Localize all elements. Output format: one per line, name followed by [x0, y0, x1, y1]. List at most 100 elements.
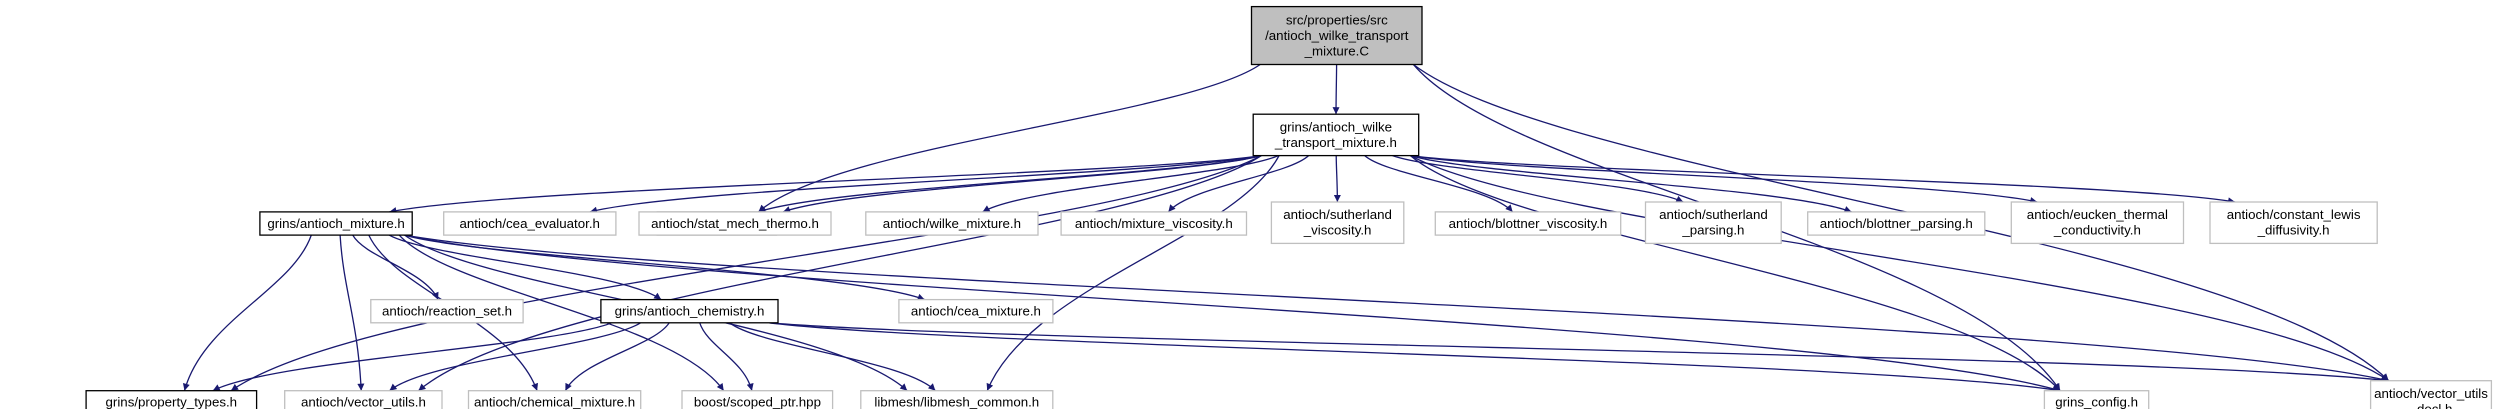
edge-antioch_mixture-to-reaction_set [352, 234, 439, 300]
node-box-stat_mech [638, 211, 832, 236]
node-layer: src/properties/src/antioch_wilke_transpo… [85, 5, 2493, 409]
node-grins_config: grins_config.h [2043, 390, 2150, 409]
node-label-constant_lewis-line-0: antioch/constant_lewis [2227, 207, 2361, 222]
node-label-antioch_chemistry-line-0: grins/antioch_chemistry.h [615, 304, 765, 319]
node-box-wilke_transport [1252, 113, 1420, 157]
node-box-libmesh_common [860, 390, 1054, 409]
edge-wilke_transport-to-stat_mech [782, 154, 1262, 213]
node-label-antioch_mixture-line-0: grins/antioch_mixture.h [267, 216, 404, 231]
node-label-sutherland_parsing-line-1: _parsing.h [1681, 223, 1744, 238]
node-property_types[interactable]: grins/property_types.h [85, 390, 258, 409]
node-box-blottner_viscosity [1434, 211, 1622, 236]
node-libmesh_common: libmesh/libmesh_common.h [860, 390, 1054, 409]
node-box-chemical_mixture [467, 390, 642, 409]
node-box-grins_config [2043, 390, 2150, 409]
node-label-vector_utils_decl-line-0: antioch/vector_utils [2374, 386, 2488, 401]
node-label-cea_mixture-line-0: antioch/cea_mixture.h [911, 304, 1041, 319]
edge-antioch_mixture-to-antioch_chemistry [388, 234, 662, 301]
node-box-antioch_mixture [259, 211, 413, 236]
node-label-blottner_parsing-line-0: antioch/blottner_parsing.h [1820, 216, 1973, 231]
node-label-cea_evaluator-line-0: antioch/cea_evaluator.h [459, 216, 599, 231]
node-label-blottner_viscosity-line-0: antioch/blottner_viscosity.h [1449, 216, 1608, 231]
node-blottner_parsing: antioch/blottner_parsing.h [1807, 211, 1986, 236]
node-box-sutherland_parsing [1644, 201, 1782, 245]
node-antioch_mixture[interactable]: grins/antioch_mixture.h [259, 211, 413, 236]
node-label-wilke_transport-line-1: _transport_mixture.h [1274, 135, 1397, 150]
node-wilke_transport[interactable]: grins/antioch_wilke_transport_mixture.h [1252, 113, 1420, 157]
node-box-blottner_parsing [1807, 211, 1986, 236]
node-eucken: antioch/eucken_thermal_conductivity.h [2010, 201, 2185, 245]
node-sutherland_viscosity: antioch/sutherland_viscosity.h [1270, 201, 1405, 245]
edge-antioch_mixture-to-vector_utils [339, 235, 365, 391]
node-label-wilke_mixture-line-0: antioch/wilke_mixture.h [883, 216, 1021, 231]
node-box-scoped_ptr [681, 390, 834, 409]
edge-wilke_transport-to-mixture_viscosity [1167, 155, 1310, 213]
node-cea_evaluator: antioch/cea_evaluator.h [443, 211, 617, 236]
edge-wilke_transport-to-grins_config [1409, 155, 2061, 392]
node-scoped_ptr: boost/scoped_ptr.hpp [681, 390, 834, 409]
node-label-sutherland_viscosity-line-1: _viscosity.h [1303, 223, 1372, 238]
node-label-constant_lewis-line-1: _diffusivity.h [2257, 223, 2330, 238]
node-box-sutherland_viscosity [1270, 201, 1405, 245]
node-constant_lewis: antioch/constant_lewis_diffusivity.h [2209, 201, 2378, 245]
node-root[interactable]: src/properties/src/antioch_wilke_transpo… [1250, 5, 1423, 66]
node-box-cea_mixture [898, 298, 1054, 324]
edge-wilke_transport-to-sutherland_viscosity [1333, 155, 1341, 203]
node-box-wilke_mixture [865, 211, 1039, 236]
edge-wilke_transport-to-cea_evaluator [589, 154, 1262, 214]
node-label-sutherland_parsing-line-0: antioch/sutherland [1659, 207, 1768, 222]
node-box-reaction_set [370, 298, 524, 324]
node-label-root-line-0: src/properties/src [1286, 12, 1388, 27]
node-label-vector_utils_decl-line-1: _decl.h [2409, 402, 2453, 409]
edge-root-to-wilke_transport [1332, 64, 1340, 115]
edge-wilke_transport-to-vector_utils_decl [1410, 155, 2390, 382]
node-vector_utils: antioch/vector_utils.h [284, 390, 443, 409]
edge-wilke_transport-to-blottner_parsing [1410, 154, 1852, 213]
node-label-grins_config-line-0: grins_config.h [2055, 395, 2138, 409]
node-label-reaction_set-line-0: antioch/reaction_set.h [382, 304, 512, 319]
node-label-wilke_transport-line-0: grins/antioch_wilke [1280, 120, 1392, 135]
node-box-eucken [2010, 201, 2185, 245]
node-label-chemical_mixture-line-0: antioch/chemical_mixture.h [474, 395, 635, 409]
node-antioch_chemistry[interactable]: grins/antioch_chemistry.h [600, 298, 779, 324]
node-label-root-line-1: /antioch_wilke_transport [1265, 28, 1409, 43]
node-box-root [1250, 5, 1423, 66]
node-label-property_types-line-0: grins/property_types.h [106, 395, 238, 409]
edge-wilke_transport-to-sutherland_parsing [1392, 154, 1684, 203]
edge-antioch_chemistry-to-grins_config [769, 322, 2061, 394]
edge-antioch_chemistry-to-libmesh_common [729, 322, 936, 392]
node-label-vector_utils-line-0: antioch/vector_utils.h [301, 395, 426, 409]
edge-wilke_transport-to-vector_utils [417, 155, 1262, 392]
edge-root-to-vector_utils_decl [1413, 64, 2390, 382]
edge-layer [182, 64, 2390, 394]
node-blottner_viscosity: antioch/blottner_viscosity.h [1434, 211, 1622, 236]
node-box-cea_evaluator [443, 211, 617, 236]
node-vector_utils_decl: antioch/vector_utils_decl.h [2369, 380, 2493, 409]
node-reaction_set: antioch/reaction_set.h [370, 298, 524, 324]
node-box-vector_utils [284, 390, 443, 409]
node-chemical_mixture: antioch/chemical_mixture.h [467, 390, 642, 409]
edge-wilke_transport-to-blottner_viscosity [1364, 155, 1514, 213]
edge-antioch_chemistry-to-vector_utils_decl [769, 322, 2389, 384]
edge-wilke_transport-to-property_types [230, 155, 1262, 392]
node-cea_mixture: antioch/cea_mixture.h [898, 298, 1054, 324]
node-label-stat_mech-line-0: antioch/stat_mech_thermo.h [651, 216, 819, 231]
edge-antioch_chemistry-to-chemical_mixture [564, 322, 670, 391]
node-label-scoped_ptr-line-0: boost/scoped_ptr.hpp [694, 395, 821, 409]
edge-antioch_chemistry-to-vector_utils [389, 322, 641, 392]
node-wilke_mixture: antioch/wilke_mixture.h [865, 211, 1039, 236]
node-label-libmesh_common-line-0: libmesh/libmesh_common.h [874, 395, 1039, 409]
node-label-mixture_viscosity-line-0: antioch/mixture_viscosity.h [1075, 216, 1233, 231]
node-label-eucken-line-0: antioch/eucken_thermal [2027, 207, 2168, 222]
edge-wilke_transport-to-eucken [1410, 154, 2038, 204]
edge-wilke_transport-to-constant_lewis [1410, 154, 2236, 205]
node-label-root-line-2: _mixture.C [1304, 43, 1370, 58]
node-label-sutherland_viscosity-line-0: antioch/sutherland [1283, 207, 1392, 222]
edge-wilke_transport-to-libmesh_common [986, 155, 1280, 391]
node-stat_mech: antioch/stat_mech_thermo.h [638, 211, 832, 236]
node-box-property_types [85, 390, 258, 409]
edge-antioch_mixture-to-grins_config [404, 234, 2061, 393]
node-box-vector_utils_decl [2369, 380, 2493, 409]
node-sutherland_parsing: antioch/sutherland_parsing.h [1644, 201, 1782, 245]
